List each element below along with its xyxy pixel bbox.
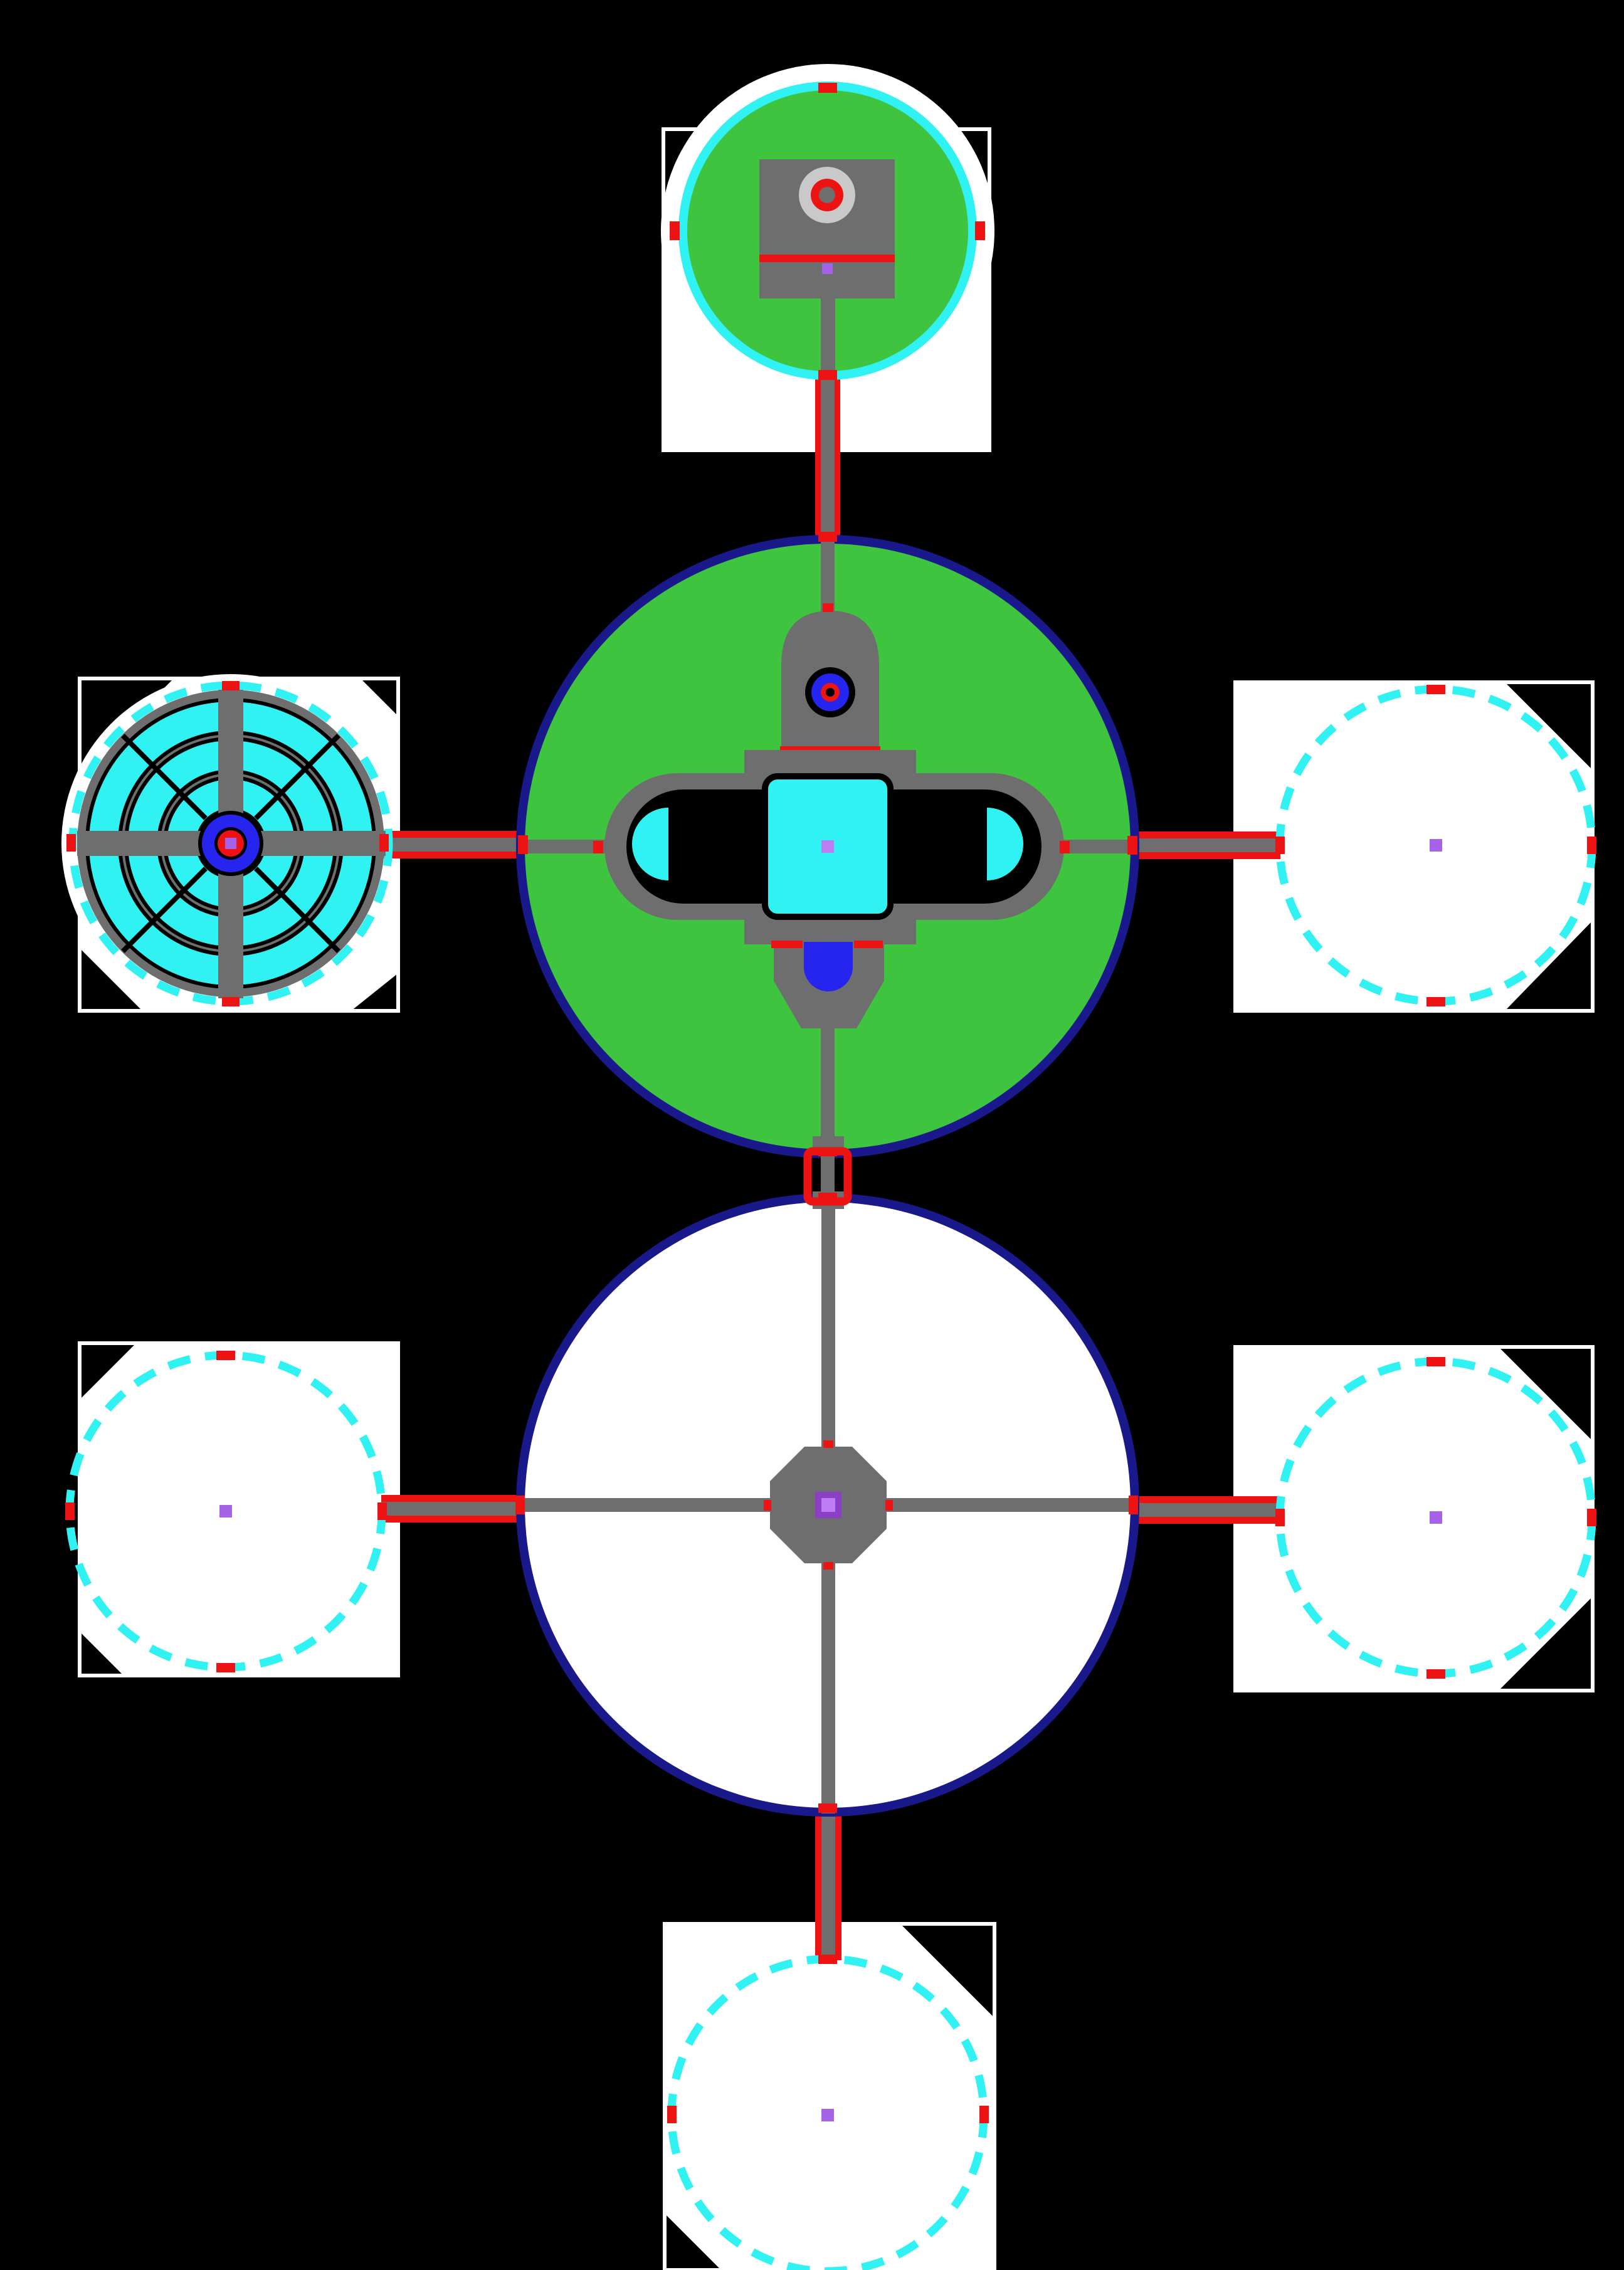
door-marker — [818, 370, 837, 380]
corridor-floor — [1130, 1503, 1280, 1517]
site-center-marker — [822, 263, 833, 274]
door-marker — [216, 1663, 235, 1672]
junction-marker — [593, 841, 603, 853]
corridor-floor — [381, 1502, 525, 1516]
blade-divider — [121, 734, 208, 820]
zone-center-marker — [1430, 839, 1442, 852]
door-marker — [1275, 837, 1285, 854]
door-marker — [818, 1148, 837, 1156]
site-central-base[interactable] — [516, 535, 1139, 1158]
junction-marker — [1060, 841, 1070, 853]
fog-area — [80, 1343, 398, 1676]
door-marker — [670, 221, 680, 240]
door-marker — [65, 1502, 75, 1520]
site-north-outpost[interactable] — [678, 82, 977, 380]
corridor-floor — [821, 374, 835, 543]
fog-area — [665, 1924, 994, 2270]
door-marker — [979, 2106, 989, 2123]
door-marker — [66, 834, 76, 852]
support-pad-upper — [744, 750, 916, 778]
door-marker — [818, 1193, 837, 1201]
coolant-tank-bottom — [804, 942, 853, 991]
door-marker — [1426, 997, 1445, 1006]
door-marker — [379, 834, 389, 852]
site-south-hub[interactable] — [516, 1193, 1139, 1817]
corridor-floor — [821, 1807, 835, 1960]
zone-center-marker — [821, 2109, 834, 2121]
door-marker — [818, 532, 837, 542]
door-marker — [1426, 1357, 1445, 1366]
fog-area — [1235, 1347, 1593, 1691]
site-center-marker — [225, 838, 236, 849]
corridor-floor — [1127, 838, 1280, 852]
door-marker — [818, 1955, 837, 1964]
door-marker — [667, 2106, 677, 2123]
valve-marker — [771, 941, 803, 948]
access-path — [821, 297, 835, 379]
turret-eye-center — [826, 688, 835, 697]
valve-marker — [854, 941, 883, 948]
corridors — [381, 374, 1280, 1960]
blade-divider — [254, 867, 340, 953]
door-marker — [1426, 1669, 1445, 1679]
door-marker — [222, 997, 240, 1006]
zone-center-marker — [1430, 1511, 1442, 1524]
gateway-floor — [821, 1144, 835, 1204]
fog-area — [1235, 682, 1593, 1011]
door-marker — [818, 1803, 837, 1813]
door-marker — [222, 681, 240, 690]
door-marker — [975, 221, 985, 240]
door-marker — [518, 835, 528, 854]
door-marker — [377, 1502, 387, 1520]
door-markers — [65, 83, 1596, 2123]
junction-marker — [823, 1562, 833, 1570]
door-marker — [1127, 836, 1137, 855]
hazard-line — [759, 255, 895, 262]
blade-divider — [121, 867, 208, 953]
reactor-core — [819, 187, 835, 203]
junction-marker — [764, 1500, 771, 1511]
site-west-turbine[interactable] — [68, 681, 393, 1006]
door-marker — [1129, 1496, 1138, 1514]
site-center-marker — [821, 840, 834, 853]
door-marker — [1587, 837, 1596, 854]
zone-center-marker — [219, 1505, 232, 1518]
door-marker — [818, 83, 837, 93]
door-marker — [1426, 685, 1445, 694]
blade-divider — [254, 734, 340, 820]
junction-marker — [823, 603, 833, 612]
junction-marker — [823, 1440, 833, 1448]
door-marker — [216, 1351, 235, 1360]
hub-marker-inner — [821, 1498, 835, 1512]
door-marker — [515, 1496, 525, 1514]
corridor-floor — [384, 838, 528, 852]
door-marker — [1587, 1509, 1596, 1526]
door-marker — [1275, 1509, 1285, 1526]
junction-marker — [885, 1500, 893, 1511]
energy-cap-right — [987, 808, 1023, 880]
energy-cap-left — [632, 808, 668, 880]
